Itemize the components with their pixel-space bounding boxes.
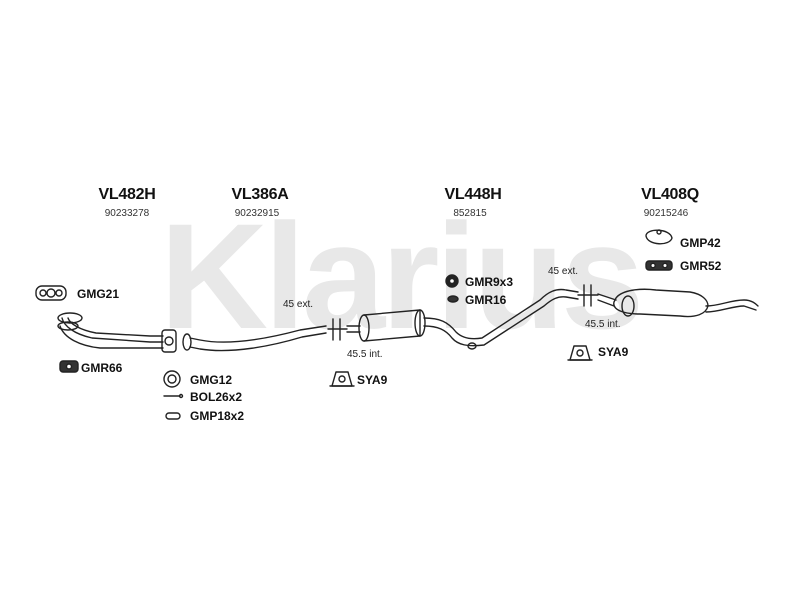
ref-number-vl482h: 90233278 (105, 208, 150, 219)
gmp18x2-icon (165, 412, 181, 420)
centre-silencer (346, 288, 579, 350)
gmr66-icon (59, 360, 79, 373)
part-code-vl408q: VL408Q (641, 186, 699, 203)
ref-number-vl386a: 90232915 (235, 208, 280, 219)
label-gmp42: GMP42 (680, 236, 721, 250)
watermark-klarius: Klarius (160, 192, 641, 360)
measure-ext-rear: 45 ext. (548, 266, 578, 277)
front-downpipe (57, 312, 177, 353)
gmp42-icon (645, 229, 673, 245)
label-sya9-mid: SYA9 (357, 373, 388, 387)
label-sya9-rear: SYA9 (598, 345, 629, 359)
sya9-mid-icon (329, 371, 355, 387)
gmr16-icon (447, 295, 459, 303)
measure-int-rear: 45.5 int. (585, 319, 621, 330)
ref-number-vl408q: 90215246 (644, 208, 689, 219)
gmr9x3-icon (445, 274, 459, 288)
gmr52-icon (645, 260, 673, 271)
part-code-vl448h: VL448H (445, 186, 502, 203)
label-gmr52: GMR52 (680, 259, 722, 273)
gmg21-icon (35, 285, 67, 301)
label-gmg12: GMG12 (190, 373, 232, 387)
mid-pipe (182, 318, 348, 352)
label-gmp18x2: GMP18x2 (190, 409, 244, 423)
part-code-vl482h: VL482H (99, 186, 156, 203)
label-gmr9x3: GMR9x3 (465, 275, 513, 289)
gmg12-icon (163, 370, 181, 388)
label-gmr66: GMR66 (81, 361, 123, 375)
label-bol26x2: BOL26x2 (190, 390, 242, 404)
ref-number-vl448h: 852815 (453, 208, 487, 219)
measure-ext-mid: 45 ext. (283, 299, 313, 310)
bol26x2-icon (163, 393, 184, 399)
part-code-vl386a: VL386A (232, 186, 290, 203)
rear-silencer (577, 284, 759, 318)
measure-int-mid: 45.5 int. (347, 349, 383, 360)
label-gmg21: GMG21 (77, 287, 119, 301)
sya9-rear-icon (567, 345, 593, 361)
label-gmr16: GMR16 (465, 293, 507, 307)
